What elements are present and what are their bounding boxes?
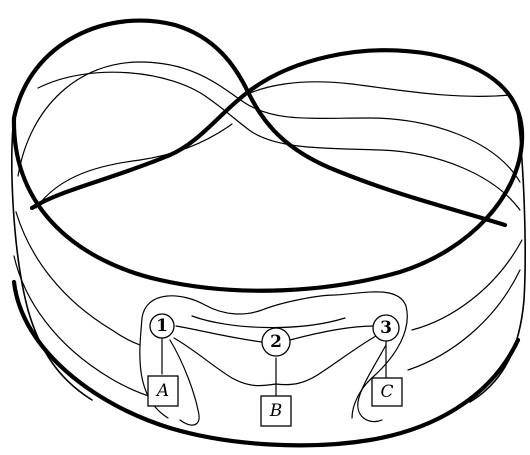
edge-2-3-upper — [290, 326, 374, 340]
box-A-label: A — [155, 381, 169, 401]
box-A: A — [148, 376, 178, 406]
band-strand-upper-left — [16, 212, 140, 345]
box-B-label: B — [269, 401, 283, 421]
top-strand-3 — [238, 82, 510, 99]
vertex-1-label: 1 — [156, 316, 168, 336]
top-strand-2 — [38, 72, 520, 210]
vertex-3: 3 — [373, 315, 399, 341]
box-C: C — [372, 378, 402, 406]
edge-1-2 — [174, 338, 276, 386]
top-rim-back — [14, 21, 505, 225]
vertex-2-label: 2 — [270, 332, 282, 352]
top-strand-4 — [36, 124, 232, 208]
band-strand-middle — [192, 316, 345, 328]
edge-1-2-upper — [176, 326, 262, 342]
vertex-3-label: 3 — [380, 318, 392, 338]
band-strand-lower-left — [14, 256, 155, 398]
vertex-1: 1 — [150, 314, 174, 338]
box-C-label: C — [380, 382, 393, 402]
band-right-wall — [470, 110, 525, 402]
band-strand-lower-right — [408, 270, 520, 370]
vertex-2: 2 — [262, 328, 290, 356]
edge-2-3 — [276, 336, 376, 385]
box-B: B — [261, 396, 291, 426]
band-strand-upper-right — [412, 240, 522, 330]
